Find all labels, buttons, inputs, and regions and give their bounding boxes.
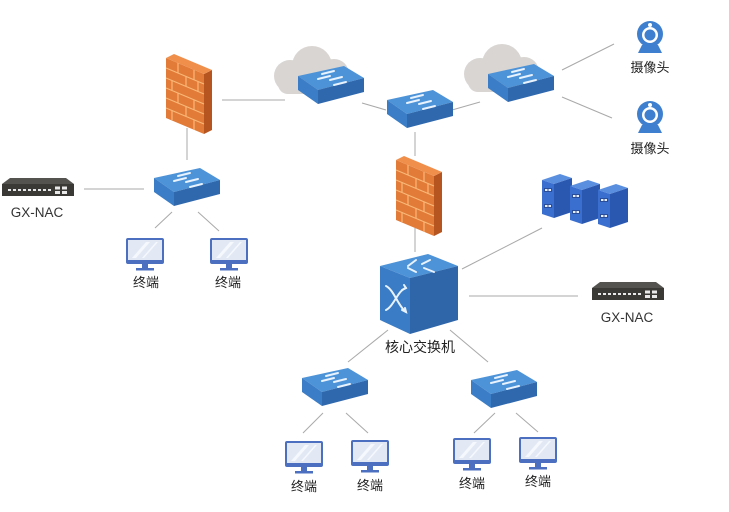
switch-left[interactable]	[153, 167, 221, 207]
edge-top-switch-cloud-switch-2	[451, 101, 481, 111]
monitor-icon	[126, 238, 164, 271]
edge-cloud-switch-2-camera-2	[561, 96, 613, 119]
terminal-b3[interactable]	[453, 438, 491, 471]
firewall-icon	[165, 53, 213, 135]
cloud-switch-2[interactable]	[464, 44, 555, 103]
nac-appliance-icon	[2, 178, 74, 196]
camera-2-label: 摄像头	[630, 142, 670, 157]
edge-cloud-switch-2-camera-1	[561, 43, 615, 71]
monitor-icon	[351, 440, 389, 473]
terminal-b4[interactable]	[519, 437, 557, 470]
terminal-b2[interactable]	[351, 440, 389, 473]
edge-switch-left-terminal-2	[197, 211, 220, 232]
switch-bottom-left[interactable]	[301, 367, 369, 407]
firewall-icon	[395, 155, 443, 237]
camera-1[interactable]	[637, 21, 663, 53]
core-switch[interactable]	[380, 254, 458, 334]
nac-right-label: GX-NAC	[600, 310, 654, 325]
monitor-icon	[519, 437, 557, 470]
connection-lines	[84, 43, 615, 434]
edge-switch-left-terminal-1	[154, 211, 173, 229]
switch-bottom-right[interactable]	[470, 369, 538, 409]
firewall-center[interactable]	[395, 155, 443, 237]
switch-icon	[153, 167, 221, 207]
server-cluster[interactable]	[542, 174, 628, 228]
nac-right[interactable]	[592, 282, 664, 300]
monitor-icon	[210, 238, 248, 271]
edge-br-switch-terminal-4	[515, 412, 539, 433]
monitor-icon	[453, 438, 491, 471]
terminal-l2-label: 终端	[214, 276, 242, 291]
camera-icon	[637, 101, 663, 133]
edge-core-switch-servers	[461, 227, 543, 270]
edge-core-switch-bottom-right-switch	[449, 329, 489, 363]
terminal-b1[interactable]	[285, 441, 323, 474]
nac-appliance-icon	[592, 282, 664, 300]
camera-1-label: 摄像头	[630, 61, 670, 76]
switch-top-center[interactable]	[386, 89, 454, 129]
terminal-b3-label: 终端	[458, 477, 486, 492]
core-switch-arrows-icon	[385, 259, 435, 314]
camera-2[interactable]	[637, 101, 663, 133]
edge-br-switch-terminal-3	[473, 412, 496, 434]
terminal-l1[interactable]	[126, 238, 164, 271]
core-switch-label: 核心交换机	[385, 340, 455, 356]
terminal-b4-label: 终端	[524, 475, 552, 490]
nac-left[interactable]	[2, 178, 74, 196]
switch-icon	[301, 367, 369, 407]
terminal-b1-label: 终端	[290, 480, 318, 495]
edge-core-switch-bottom-left-switch	[347, 329, 389, 363]
switch-icon	[470, 369, 538, 409]
edge-bl-switch-terminal-2	[345, 412, 369, 434]
camera-icon	[637, 21, 663, 53]
firewall-left[interactable]	[165, 53, 213, 135]
switch-icon	[386, 89, 454, 129]
terminal-l2[interactable]	[210, 238, 248, 271]
edge-cloud-switch-1-top-switch	[361, 102, 387, 111]
terminal-l1-label: 终端	[132, 276, 160, 291]
terminal-b2-label: 终端	[356, 479, 384, 494]
monitor-icon	[285, 441, 323, 474]
cloud-switch-1[interactable]	[274, 46, 365, 105]
nac-left-label: GX-NAC	[10, 205, 64, 220]
edge-bl-switch-terminal-1	[302, 412, 324, 434]
